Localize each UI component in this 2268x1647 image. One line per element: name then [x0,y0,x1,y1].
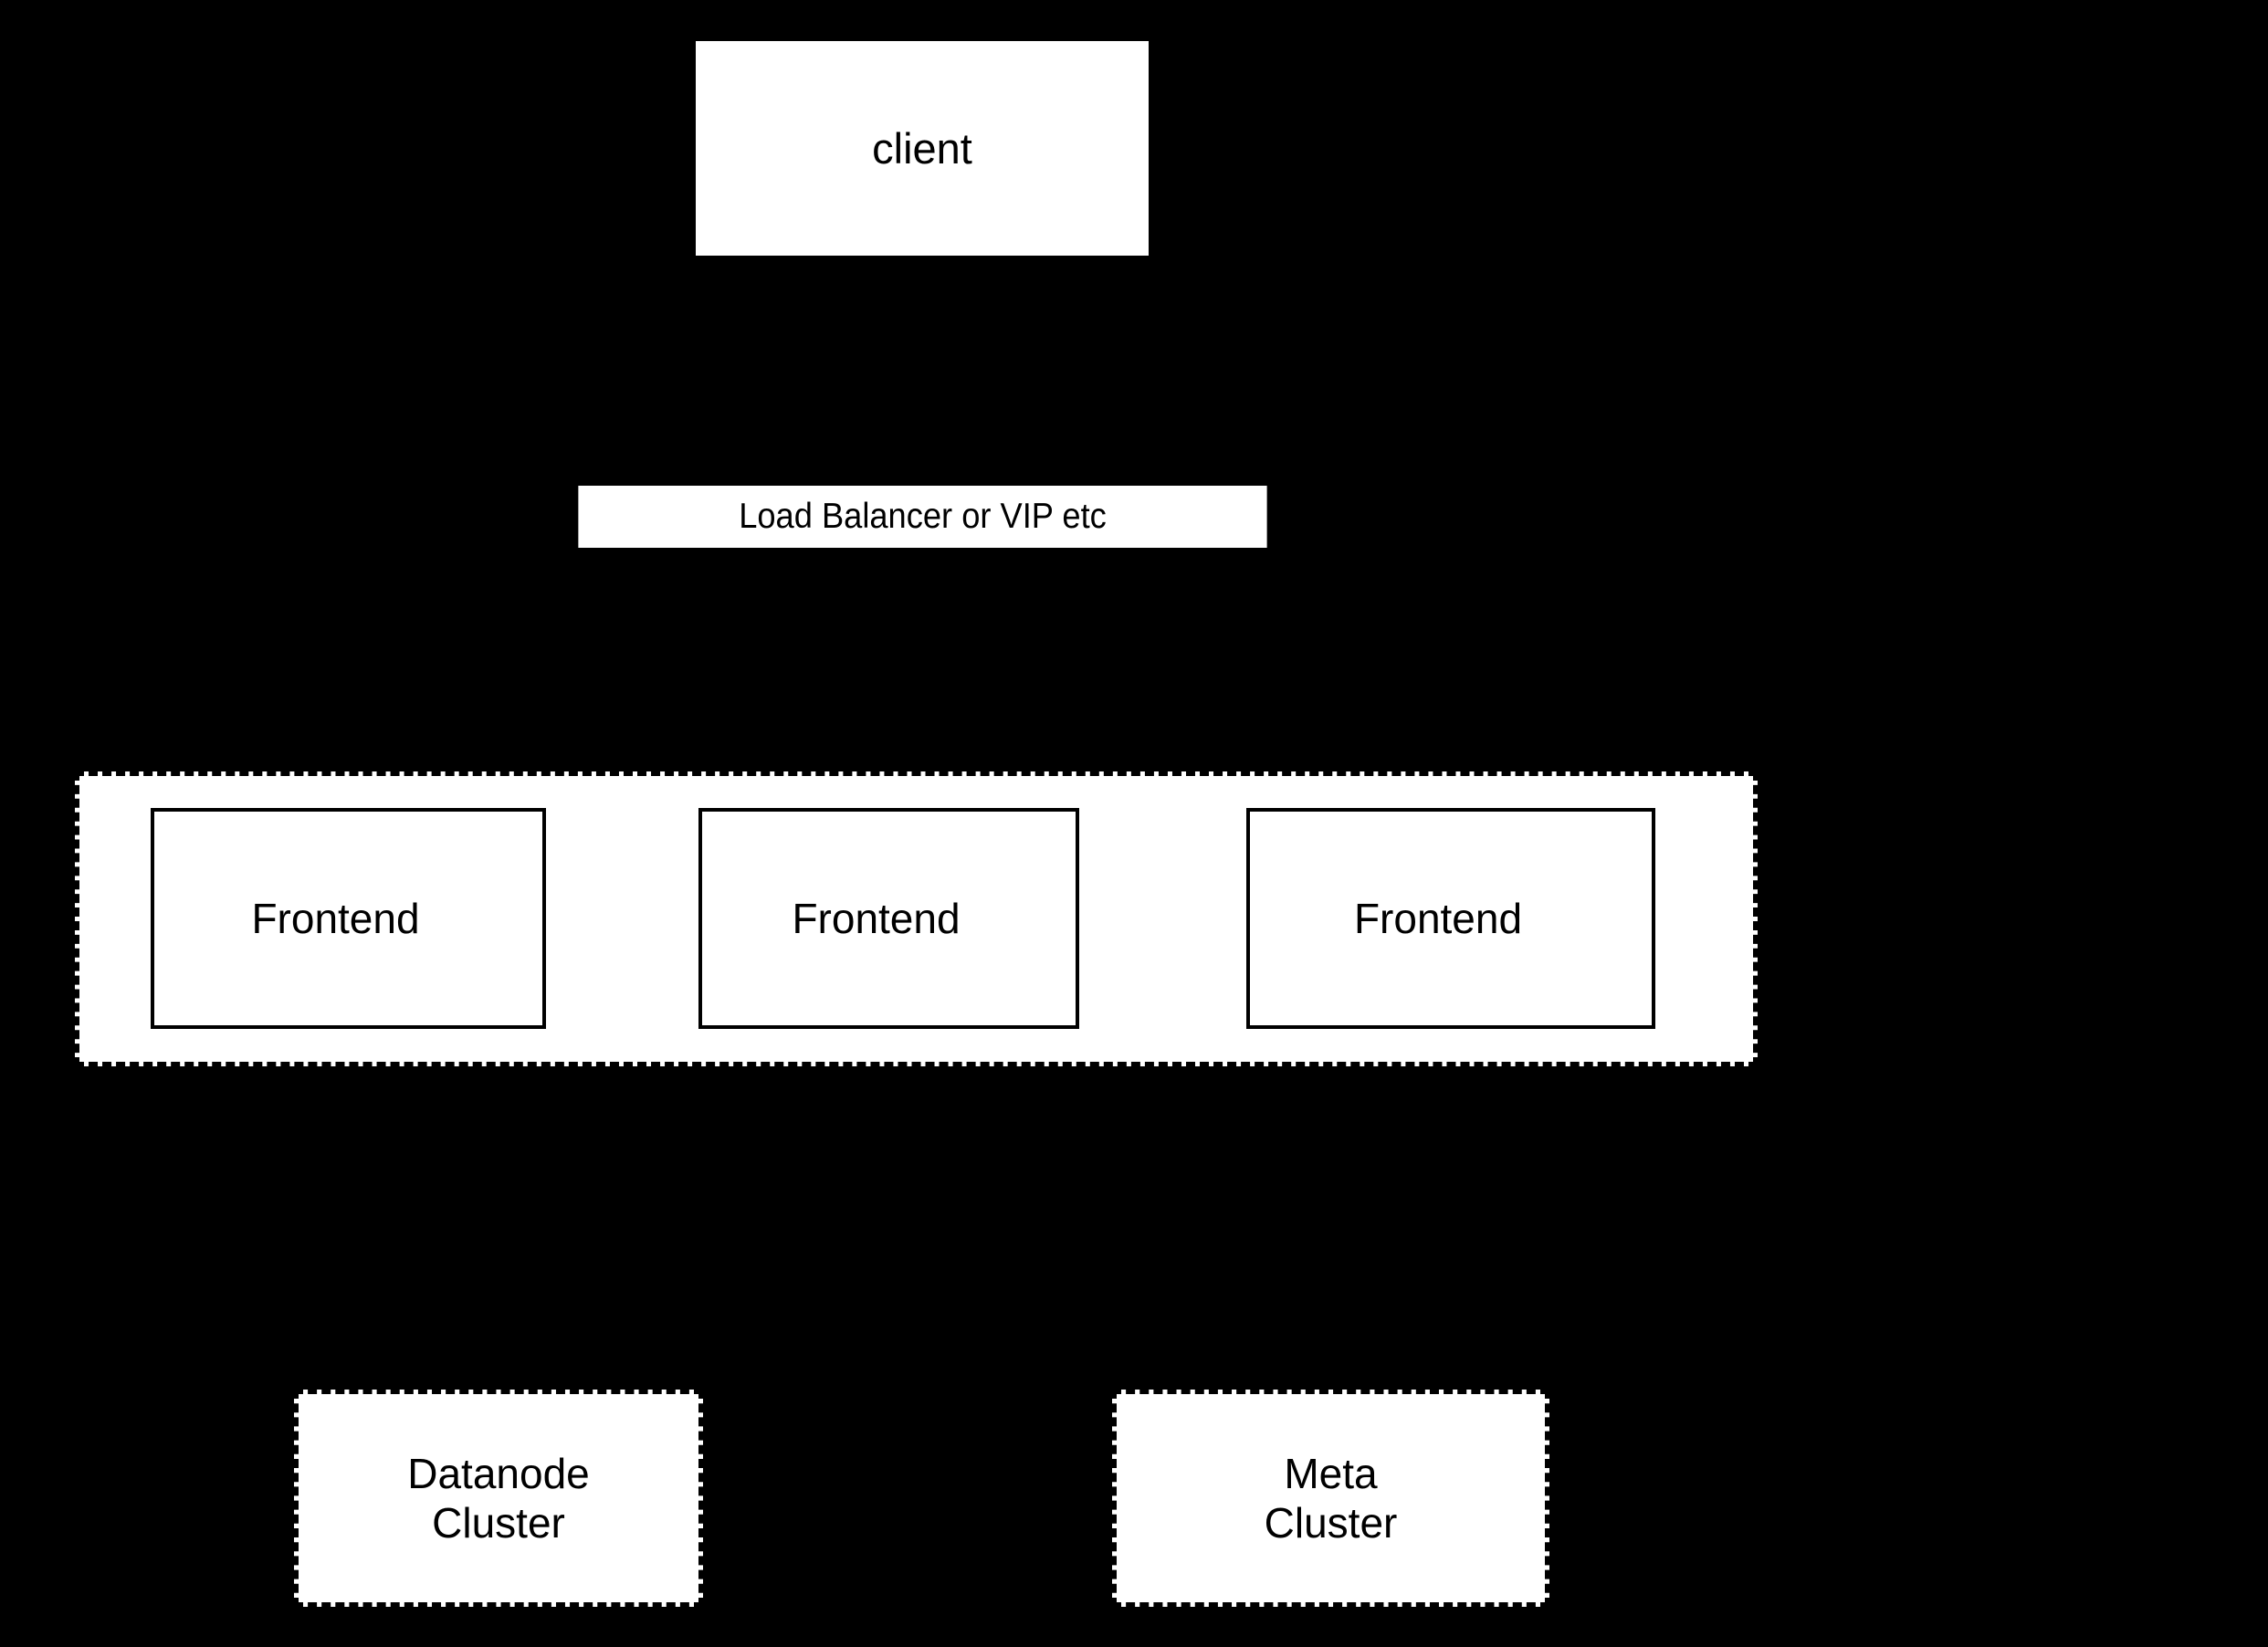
frontend-node-1: Frontend [151,808,546,1029]
load-balancer-node: Load Balancer or VIP etc [578,486,1267,548]
client-node: client [696,41,1149,256]
meta-cluster-node: Meta Cluster [1112,1390,1549,1607]
frontend-node-3-label: Frontend [1353,895,1523,942]
datanode-cluster-node: Datanode Cluster [294,1390,703,1607]
load-balancer-node-label: Load Balancer or VIP etc [739,496,1107,536]
datanode-cluster-node-label: Datanode Cluster [407,1449,590,1547]
frontend-node-2: Frontend [698,808,1079,1029]
frontend-node-2-label: Frontend [792,895,961,942]
frontend-group-container: Frontend Frontend Frontend [75,771,1758,1066]
client-node-label: client [872,123,972,173]
meta-cluster-node-label: Meta Cluster [1264,1449,1398,1547]
frontend-node-3: Frontend [1246,808,1655,1029]
frontend-node-1-label: Frontend [251,895,420,942]
